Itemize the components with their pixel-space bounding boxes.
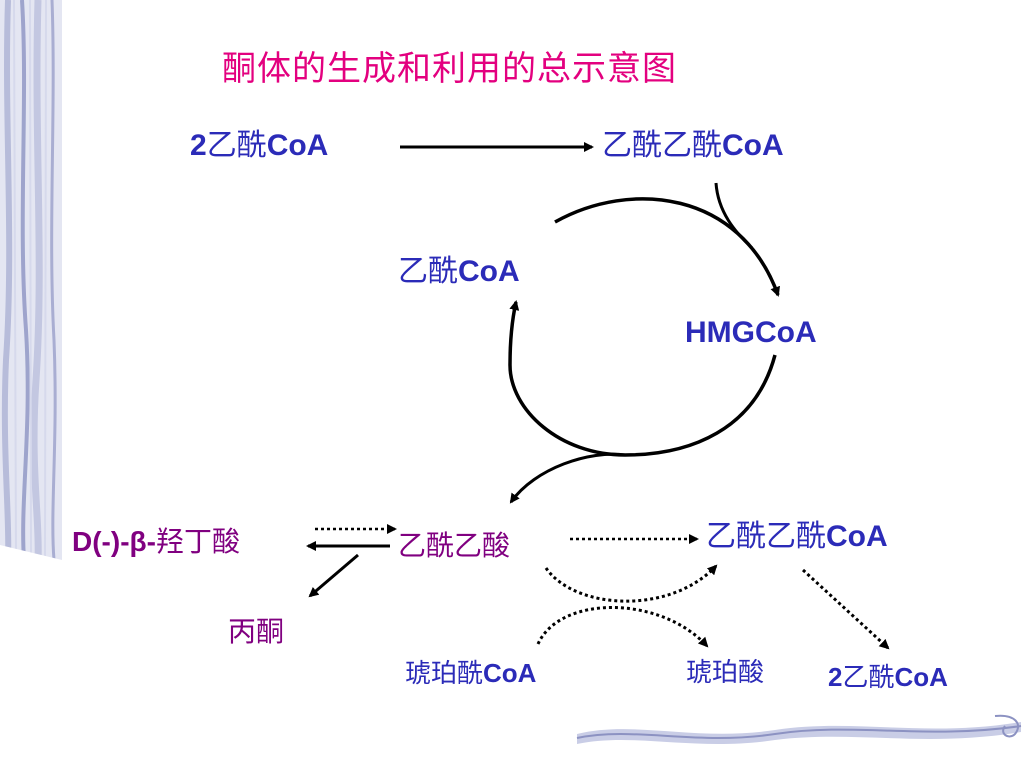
- label-acetoacetate: 乙酰乙酸: [398, 529, 511, 562]
- label-succinate: 琥珀酸: [686, 658, 765, 688]
- curve-acetoacetate-to-acetoacetylcoa: [544, 564, 718, 603]
- label-2-acetyl-coa-bottom: 2乙酰CoA: [828, 662, 948, 693]
- label-acetyl-coa-cycle: 乙酰CoA: [398, 254, 520, 289]
- cycle-upper-arc: [554, 197, 780, 297]
- decorative-left-strip: [0, 0, 62, 560]
- label-succinyl-coa: 琥珀酰CoA: [405, 658, 537, 689]
- page-title: 酮体的生成和利用的总示意图: [222, 49, 677, 89]
- label-hmgcoa: HMGCoA: [685, 316, 817, 349]
- label-hydroxybutyrate: D(-)-β-羟丁酸: [72, 525, 240, 558]
- arrow-to-acetoacetate: [509, 452, 626, 504]
- label-acetoacetyl-coa-bottom: 乙酰乙酰CoA: [706, 519, 888, 554]
- label-acetoacetyl-coa-top: 乙酰乙酰CoA: [602, 128, 784, 163]
- label-acetone: 丙酮: [228, 615, 285, 648]
- label-2-acetyl-coa-top: 2乙酰CoA: [190, 128, 329, 163]
- acetoacetylcoa-entry-curve: [714, 182, 754, 250]
- decorative-bottom-scroll: [576, 714, 1022, 744]
- curve-succinylcoa-to-succinate: [536, 606, 709, 648]
- cycle-lower-arc: [508, 300, 777, 457]
- arrow-to-acetone: [308, 553, 359, 598]
- arrow-to-bottom-2acetylcoa: [801, 568, 890, 650]
